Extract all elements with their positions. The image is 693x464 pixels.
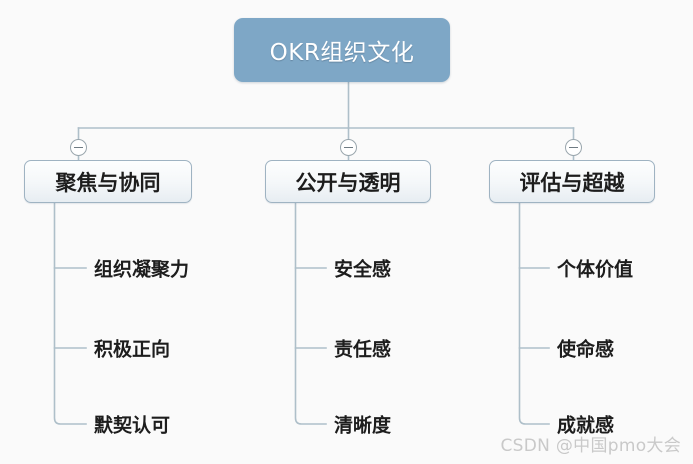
leaf-node[interactable]: 使命感 (557, 338, 615, 361)
branch-node-label: 公开与透明 (295, 170, 401, 195)
leaf-node[interactable]: 积极正向 (94, 338, 171, 361)
leaf-node[interactable]: 清晰度 (334, 414, 392, 437)
branch-node-focus[interactable]: 聚焦与协同 (24, 160, 192, 203)
leaf-node[interactable]: 个体价值 (557, 258, 634, 281)
leaf-node[interactable]: 组织凝聚力 (94, 258, 190, 281)
leaf-node[interactable]: 默契认可 (94, 414, 171, 437)
root-node[interactable]: OKR组织文化 (234, 18, 450, 82)
wire-spine-0 (53, 200, 87, 425)
root-node-label: OKR组织文化 (269, 40, 415, 66)
minus-circle-icon[interactable] (340, 139, 357, 156)
wire-spine-2 (518, 200, 550, 425)
leaf-node[interactable]: 责任感 (334, 338, 392, 361)
watermark: CSDN @中国pmo大会 (500, 436, 681, 456)
branch-node-label: 评估与超越 (519, 170, 625, 195)
leaf-node[interactable]: 安全感 (334, 258, 392, 281)
wire-spine-1 (294, 200, 327, 425)
branch-node-transparency[interactable]: 公开与透明 (265, 160, 431, 203)
branch-node-evaluation[interactable]: 评估与超越 (489, 160, 655, 203)
minus-circle-icon[interactable] (70, 139, 87, 156)
minus-circle-icon[interactable] (565, 139, 582, 156)
leaf-node[interactable]: 成就感 (557, 414, 615, 437)
branch-node-label: 聚焦与协同 (55, 170, 161, 195)
